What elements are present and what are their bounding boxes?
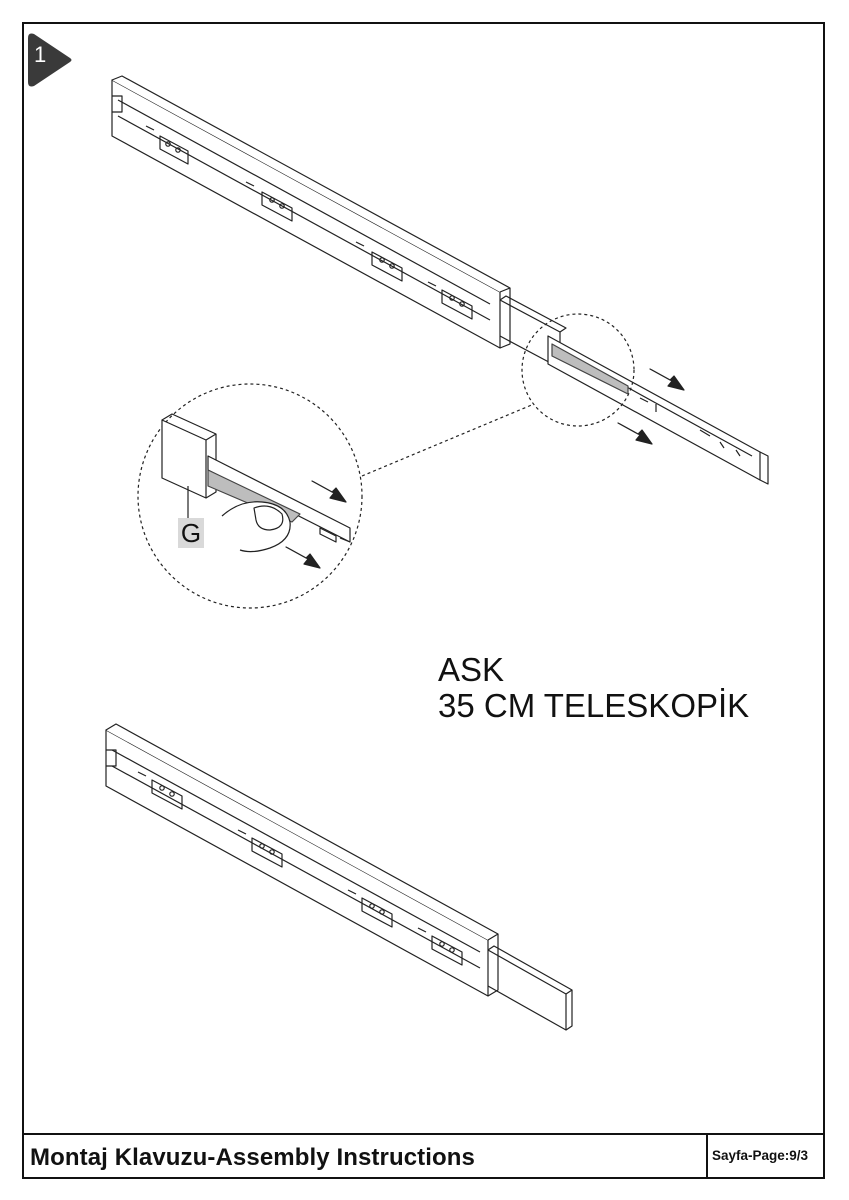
page-number: Sayfa-Page:9/3 xyxy=(712,1148,809,1163)
caption-line-1: ASK xyxy=(438,651,505,688)
bottom-rail-closed xyxy=(105,723,573,1031)
top-rail-extended xyxy=(111,75,769,485)
step-number: 1 xyxy=(34,42,47,67)
caption-line-2: 35 CM TELESKOPİK xyxy=(438,687,750,724)
part-caption: ASK 35 CM TELESKOPİK xyxy=(438,652,749,724)
footer-bar: Montaj Klavuzu-Assembly Instructions Say… xyxy=(22,1133,825,1179)
footer-divider xyxy=(706,1135,708,1179)
page-border xyxy=(22,22,825,1179)
rail-slots xyxy=(145,125,473,320)
detail-label-g: G xyxy=(178,518,204,548)
detail-magnifier xyxy=(137,383,363,609)
step-badge xyxy=(28,33,72,87)
footer-title: Montaj Klavuzu-Assembly Instructions xyxy=(30,1144,475,1171)
rail-slots-bottom xyxy=(137,771,463,966)
